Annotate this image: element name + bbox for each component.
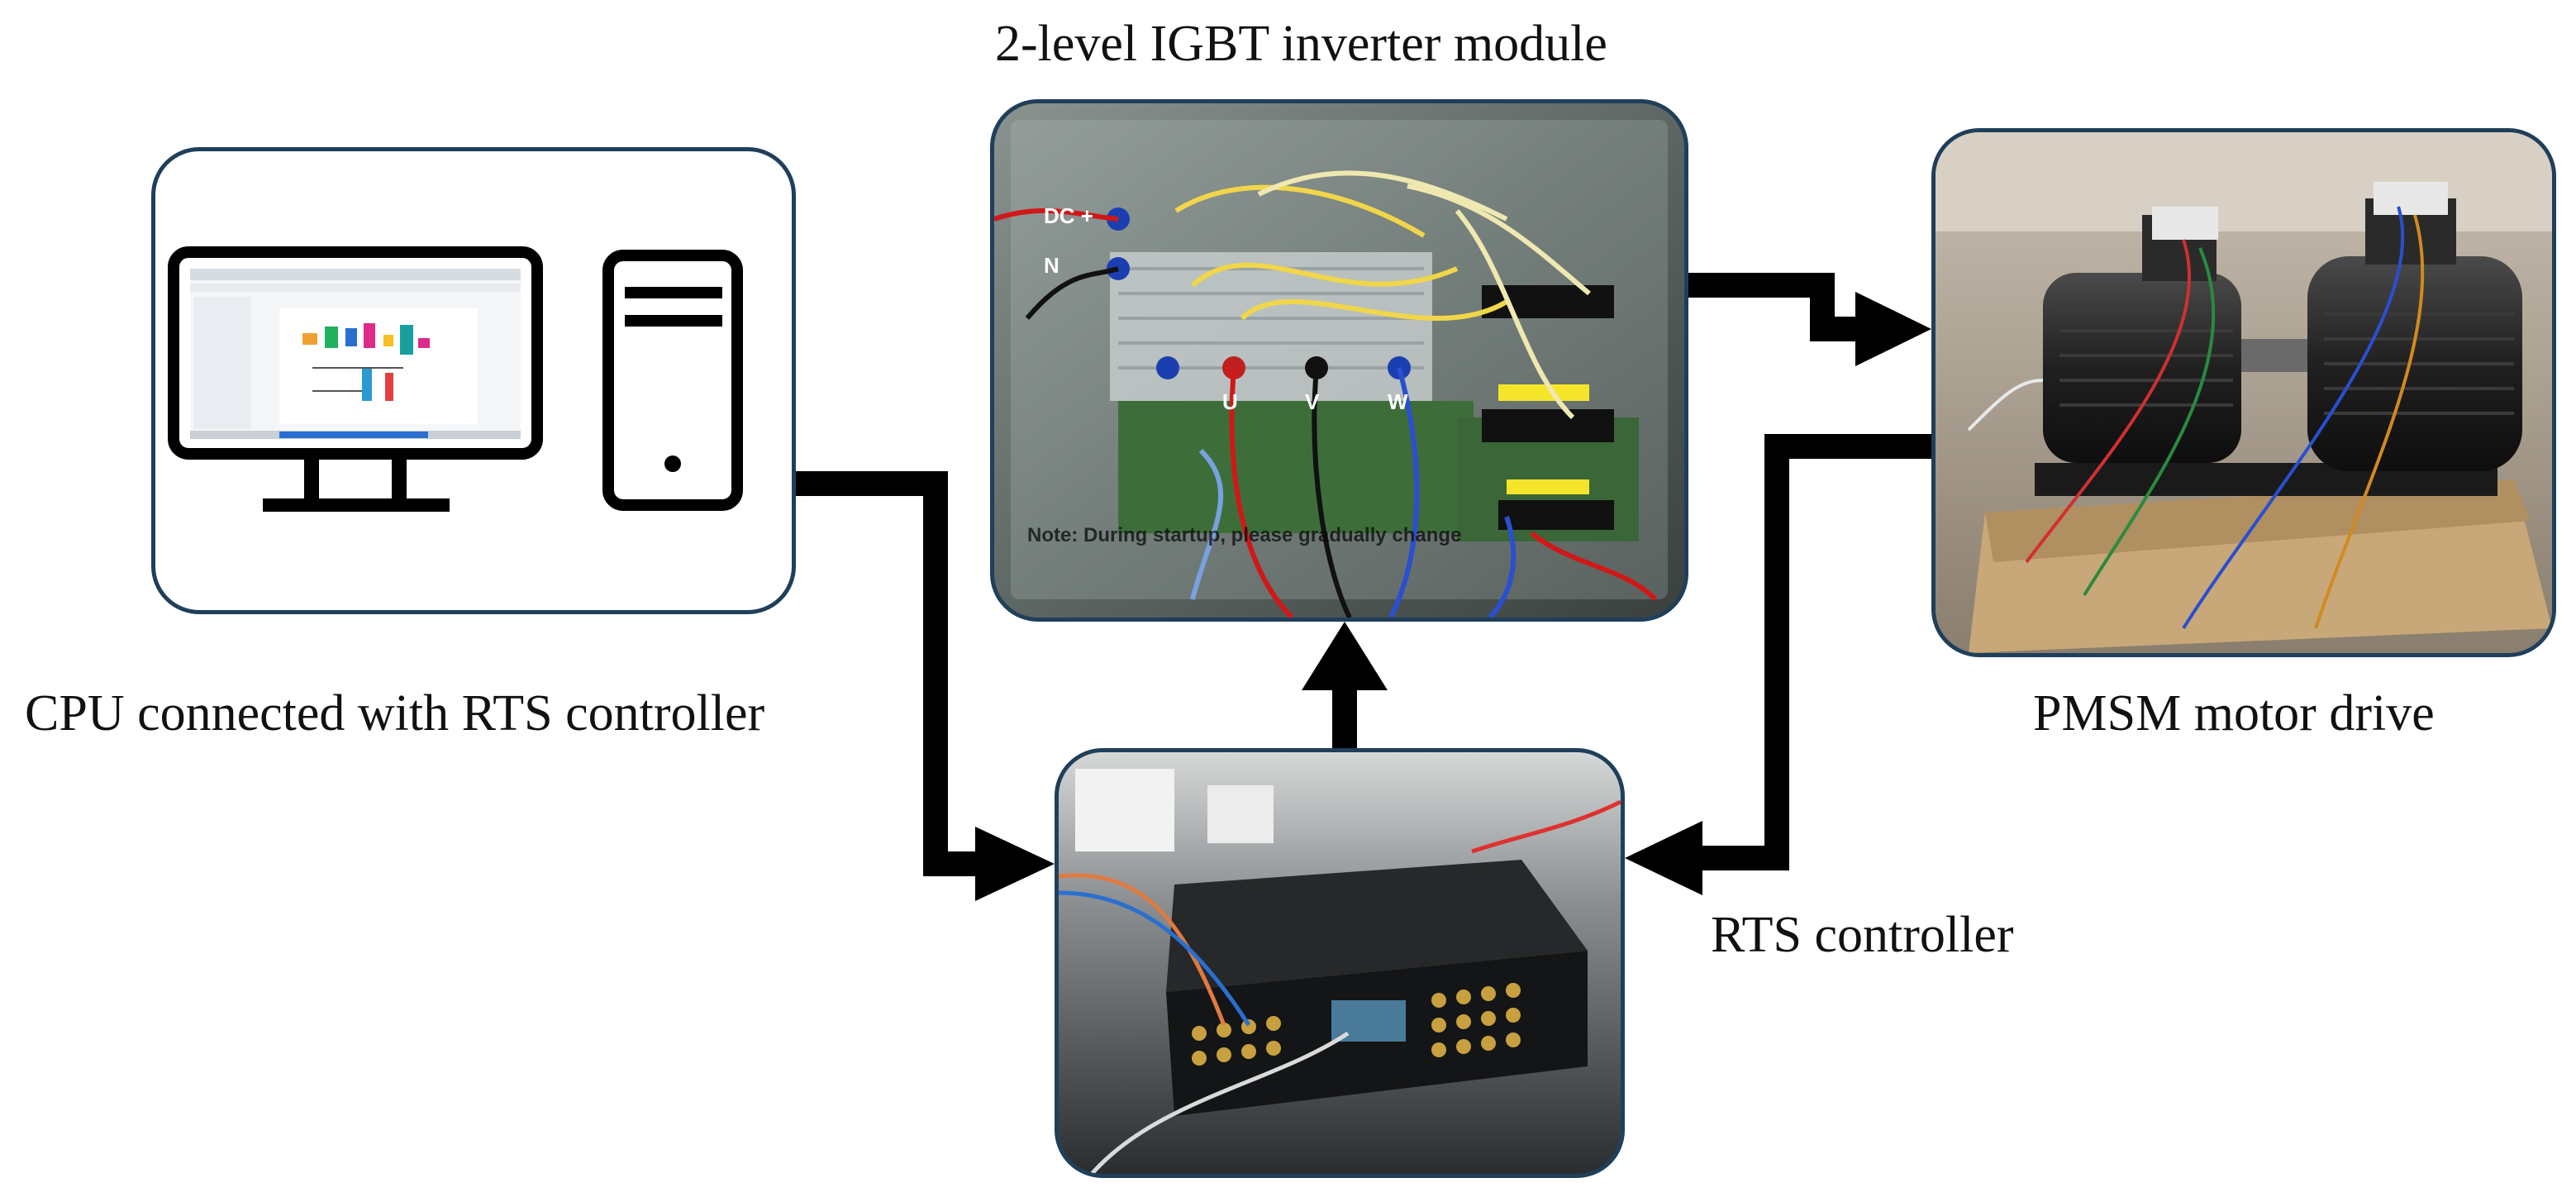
arrow-inverter-to-motor — [1688, 273, 1931, 366]
inverter-label-w: W — [1388, 389, 1408, 414]
monitor-icon — [168, 246, 543, 512]
arrow-rts-to-inverter — [1302, 622, 1388, 748]
inverter-title: 2-level IGBT inverter module — [995, 16, 1607, 72]
arrow-head — [1302, 622, 1388, 690]
motor-title: PMSM motor drive — [2033, 685, 2435, 742]
inverter-label-n: N — [1044, 253, 1059, 278]
computer-tower-icon — [602, 250, 743, 511]
rts-photo-panel — [1055, 748, 1625, 1178]
cpu-title: CPU connected with RTS controller — [25, 685, 765, 742]
rts-photo — [1059, 752, 1621, 1174]
arrow-shaft — [1702, 434, 1931, 870]
cpu-illustration — [168, 246, 743, 512]
inverter-label-dc-plus: DC + — [1044, 203, 1093, 228]
arrow-head — [1855, 292, 1931, 366]
inverter-label-u: U — [1222, 389, 1238, 414]
cpu-panel — [151, 147, 796, 614]
inverter-label-note: Note: During startup, please gradually c… — [1027, 524, 1461, 546]
arrow-head — [975, 827, 1055, 901]
motor-photo-panel — [1931, 128, 2556, 657]
arrow-shaft — [796, 471, 975, 876]
arrow-cpu-to-rts — [796, 471, 1055, 901]
inverter-photo-panel: DC + N U V W Note: During startup, pleas… — [990, 99, 1688, 622]
inverter-label-v: V — [1305, 389, 1320, 414]
arrow-shaft — [1688, 273, 1855, 341]
arrow-motor-to-rts — [1625, 434, 1931, 895]
motor-photo — [1936, 132, 2552, 653]
inverter-photo: DC + N U V W Note: During startup, pleas… — [994, 103, 1684, 618]
rts-title: RTS controller — [1711, 907, 2014, 963]
arrow-head — [1625, 821, 1702, 895]
